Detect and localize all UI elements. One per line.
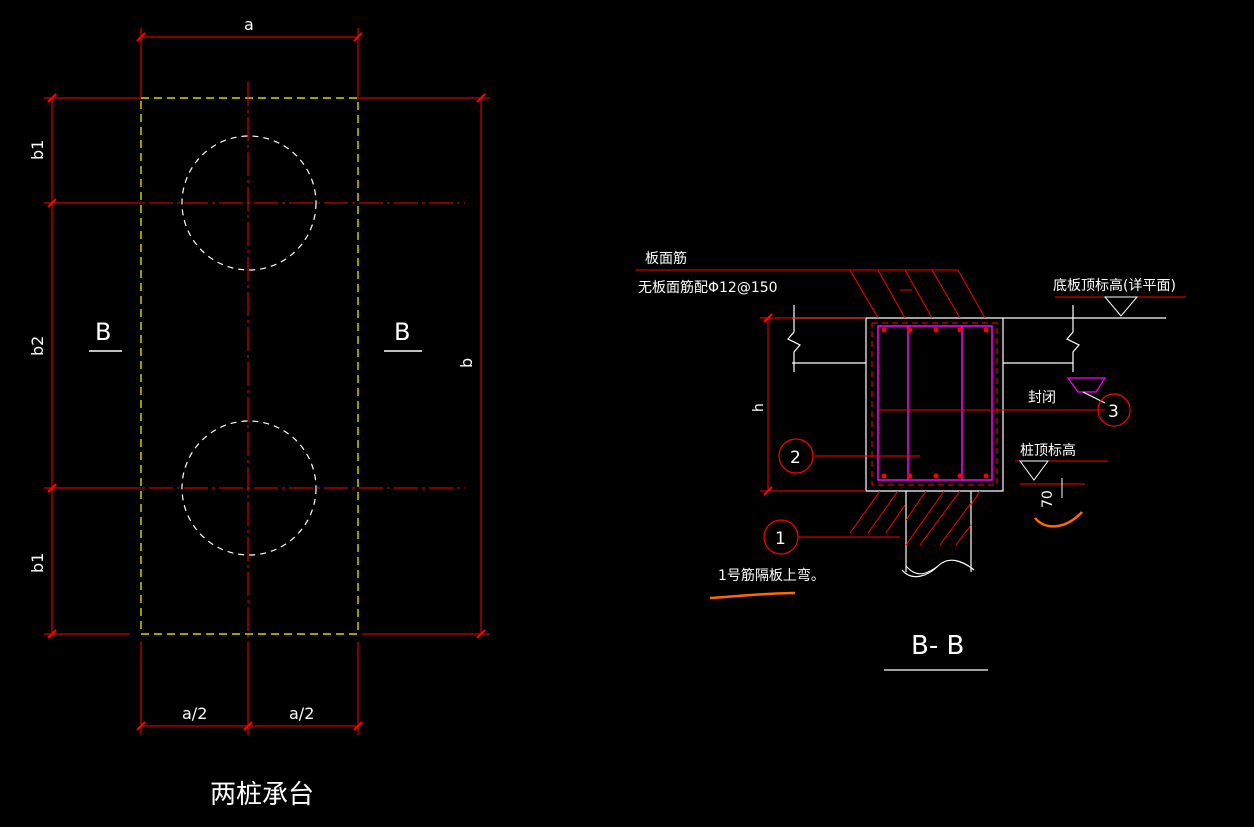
bottom-slab-elev-symbol (1103, 296, 1139, 317)
closure-label: 封闭 (1028, 390, 1056, 406)
rebar-dots (881, 327, 989, 479)
annotation-underline (709, 591, 796, 600)
plan-dimension-lines (44, 28, 490, 735)
bottom-rebar-hatch (849, 490, 981, 546)
slab-rebar-hatch (636, 269, 986, 319)
dim-h-ticks (763, 313, 773, 496)
pile-top-elev-symbol (1019, 460, 1049, 481)
dim-h-lines (760, 317, 866, 492)
closure-symbol (1066, 377, 1107, 393)
dim-a-label: a (244, 15, 254, 34)
section-mark-left: B (95, 318, 111, 346)
stirrups (877, 325, 993, 481)
dim-b2-label: b2 (28, 336, 47, 356)
pile-circle-top (181, 135, 317, 271)
dim-a-half-left: a/2 (182, 704, 207, 723)
cap-cover-outline (871, 322, 998, 486)
pile-break-symbol-2 (905, 565, 939, 575)
pile-break-symbol (901, 559, 975, 578)
break-symbol-right (1066, 305, 1080, 372)
plan-center-lines (44, 82, 465, 650)
section-mark-right: B (394, 318, 410, 346)
annotation-curve (1034, 511, 1083, 528)
callout-circle-2 (778, 438, 814, 474)
callout-1-label: 1 (775, 529, 786, 549)
callout-circle-3 (1097, 393, 1131, 427)
pile-top-elev-label: 桩顶标高 (1020, 442, 1076, 459)
dim-b1-top-label: b1 (28, 140, 47, 160)
break-symbol-left (787, 305, 801, 372)
dim-h-label: h (751, 403, 767, 412)
callout-circle-1 (763, 519, 799, 555)
callout-3-label: 3 (1108, 402, 1119, 422)
plan-title: 两桩承台 (210, 780, 314, 810)
dim-a-half-right: a/2 (289, 704, 314, 723)
closure-leader (1082, 391, 1106, 404)
pile-cap-outline (140, 97, 359, 635)
dim-b-label: b (457, 358, 476, 368)
cap-section-outline (865, 318, 1004, 492)
plan-view: B B a b1 b2 b1 b a/2 a/2 两桩承台 (28, 15, 490, 810)
no-slab-rebar-note: 无板面筋配Φ12@150 (638, 279, 778, 296)
plan-tick-marks (47, 32, 486, 731)
callout-2-label: 2 (790, 448, 801, 468)
pile-circle-bottom (181, 420, 317, 556)
slab-rebar-label: 板面筋 (645, 250, 687, 267)
bar1-note: 1号筋隔板上弯。 (718, 567, 825, 584)
section-title: B- B (911, 631, 964, 661)
dim-70-label: 70 (1040, 490, 1056, 508)
bottom-slab-elev-label: 底板顶标高(详平面) (1053, 277, 1176, 294)
dim-b1-bottom-label: b1 (28, 553, 47, 573)
section-view: h 70 3 2 1 板面筋 无板面筋配Φ12@150 底板顶标高(详平面) 封… (636, 250, 1186, 671)
